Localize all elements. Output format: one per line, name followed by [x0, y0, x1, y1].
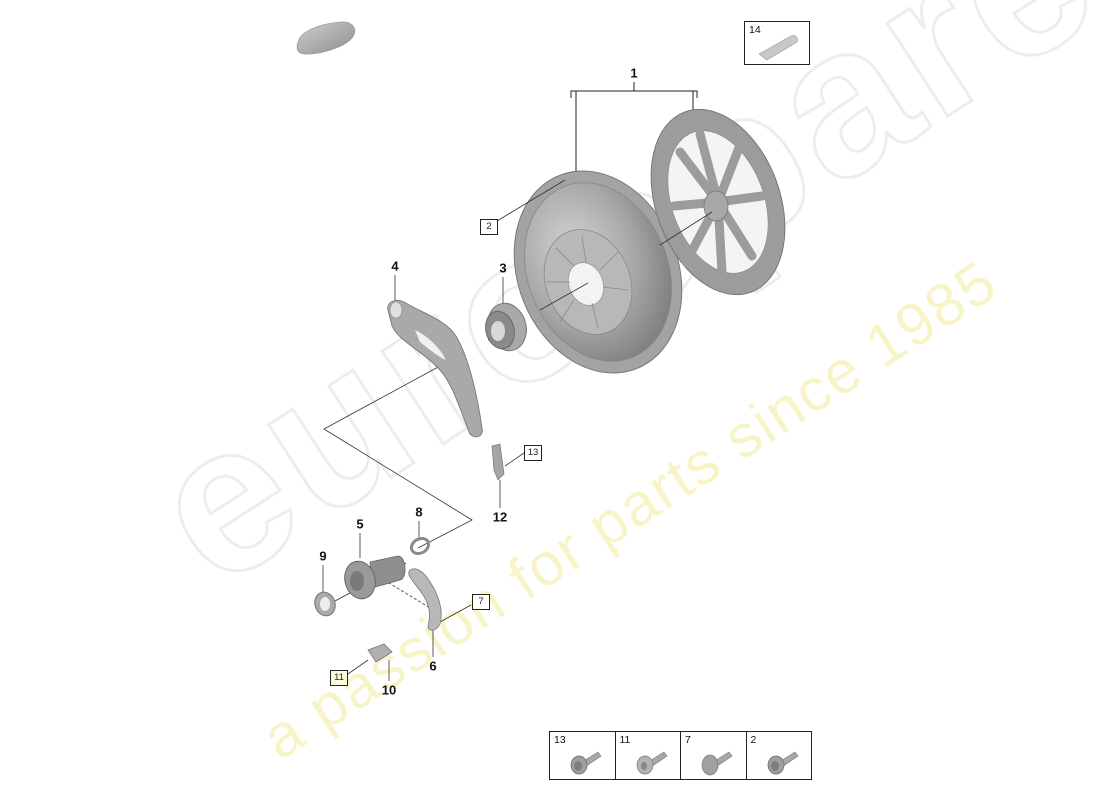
seal-ring-part	[409, 536, 431, 556]
legend-item-13[interactable]: 13	[550, 732, 616, 779]
torx-flange-bolt-icon	[767, 751, 798, 775]
clip-part	[367, 643, 393, 663]
callout-3[interactable]: 3	[499, 260, 507, 276]
legend-item-2-label: 2	[750, 734, 757, 746]
lubricant-pad-icon	[296, 21, 355, 55]
pan-head-torx-bolt-icon	[636, 751, 667, 775]
fastener-legend: 13 11 7 2	[549, 731, 812, 780]
legend-item-11[interactable]: 11	[616, 732, 681, 779]
legend-item-7-label: 7	[685, 734, 691, 746]
boxed-callout-11[interactable]: 11	[330, 670, 348, 686]
shaft-seal-part	[314, 591, 336, 617]
release-bearing-part	[485, 302, 527, 352]
boxed-callout-7[interactable]: 7	[472, 594, 490, 610]
clutch-disc-part	[650, 108, 786, 296]
callout-9[interactable]: 9	[319, 548, 327, 564]
retaining-plate-part	[491, 443, 505, 481]
callout-8[interactable]: 8	[415, 504, 423, 520]
legend-item-13-label: 13	[554, 734, 566, 746]
guide-sleeve-part	[344, 555, 406, 600]
pressure-plate-part	[513, 170, 683, 374]
release-fork-part	[387, 299, 483, 438]
legend-item-7[interactable]: 7	[681, 732, 747, 779]
boxed-callout-13[interactable]: 13	[524, 445, 542, 461]
callout-5[interactable]: 5	[356, 516, 364, 532]
callout-12[interactable]: 12	[492, 509, 508, 525]
callout-10[interactable]: 10	[381, 682, 397, 698]
legend-item-11-label: 11	[619, 734, 631, 746]
legend-item-14-label: 14	[749, 24, 761, 36]
legend-item-14[interactable]: 14	[744, 21, 810, 65]
legend-item-2[interactable]: 2	[747, 732, 812, 779]
boxed-callout-2[interactable]: 2	[480, 219, 498, 235]
callout-4[interactable]: 4	[391, 258, 399, 274]
retaining-bracket-part	[408, 568, 442, 631]
callout-1[interactable]: 1	[630, 65, 638, 81]
countersunk-bolt-icon	[701, 751, 733, 776]
callout-6[interactable]: 6	[429, 658, 437, 674]
leader-lines	[322, 179, 713, 681]
grease-tube-icon	[758, 35, 798, 61]
torx-flange-bolt-icon	[570, 751, 602, 775]
